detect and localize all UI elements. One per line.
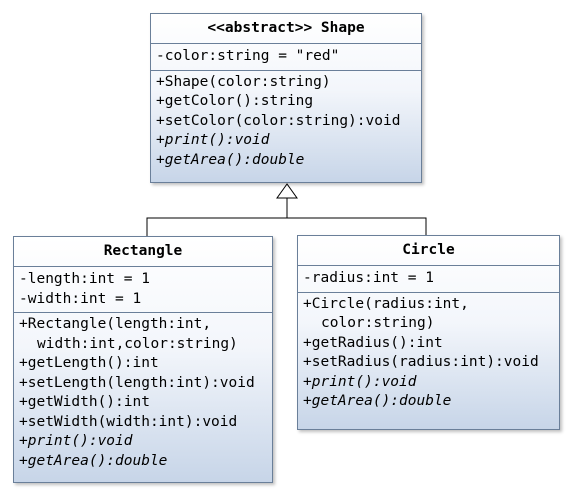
class-member: -width:int = 1 [19, 290, 142, 307]
inheritance-line-rectangle [146, 217, 287, 237]
class-member: +Shape(color:string) [156, 73, 331, 90]
class-circle-operations: +Circle(radius:int, color:string) +getRadi… [298, 291, 559, 413]
class-shape-attributes: -color:string = "red" [151, 43, 421, 70]
class-circle[interactable]: Circle -radius:int = 1 +Circle(radius:in… [297, 235, 560, 430]
class-member: +setLength(length:int):void [19, 374, 255, 391]
class-member: +setRadius(radius:int):void [303, 354, 539, 370]
class-member: +getArea():double [303, 393, 452, 409]
class-member: -radius:int = 1 [303, 270, 434, 286]
class-rectangle[interactable]: Rectangle -length:int = 1-width:int = 1 … [13, 236, 273, 483]
class-member: +Rectangle(length:int, [19, 316, 212, 332]
class-member: color:string) [321, 315, 435, 331]
class-member: +Circle(radius:int, [303, 295, 469, 312]
class-member: -color:string = "red" [156, 48, 340, 64]
class-rectangle-operations: +Rectangle(length:int, width:int,color:st… [14, 312, 272, 472]
class-member: +getColor():string [156, 93, 314, 109]
class-member: -length:int = 1 [19, 271, 150, 287]
inheritance-line-circle [287, 217, 427, 236]
class-member: +setWidth(width:int):void [19, 413, 238, 430]
class-circle-name: Circle [402, 242, 455, 258]
class-member: +getWidth():int [19, 394, 150, 410]
class-shape[interactable]: <<abstract>> Shape -color:string = "red"… [150, 13, 422, 183]
class-member: +setColor(color:string):void [156, 112, 401, 129]
class-member: width:int,color:string) [37, 335, 238, 352]
class-member: +getLength():int [19, 355, 159, 371]
class-member: +print():void [303, 373, 417, 390]
class-rectangle-name: Rectangle [103, 243, 183, 259]
class-member: +getArea():double [156, 151, 305, 168]
class-shape-operations: +Shape(color:string) +getColor():string +s… [151, 69, 421, 172]
class-shape-name: <<abstract>> Shape [207, 20, 365, 36]
class-rectangle-attributes: -length:int = 1 -width:int = 1 [14, 266, 272, 312]
class-member: +print():void [156, 132, 270, 148]
class-member: +getRadius():int [303, 334, 443, 351]
generalization-arrow-icon [276, 183, 298, 199]
class-member: +print():void [19, 433, 133, 449]
class-circle-attributes: -radius:int = 1 [298, 265, 559, 292]
class-member: +getArea():double [19, 452, 168, 469]
